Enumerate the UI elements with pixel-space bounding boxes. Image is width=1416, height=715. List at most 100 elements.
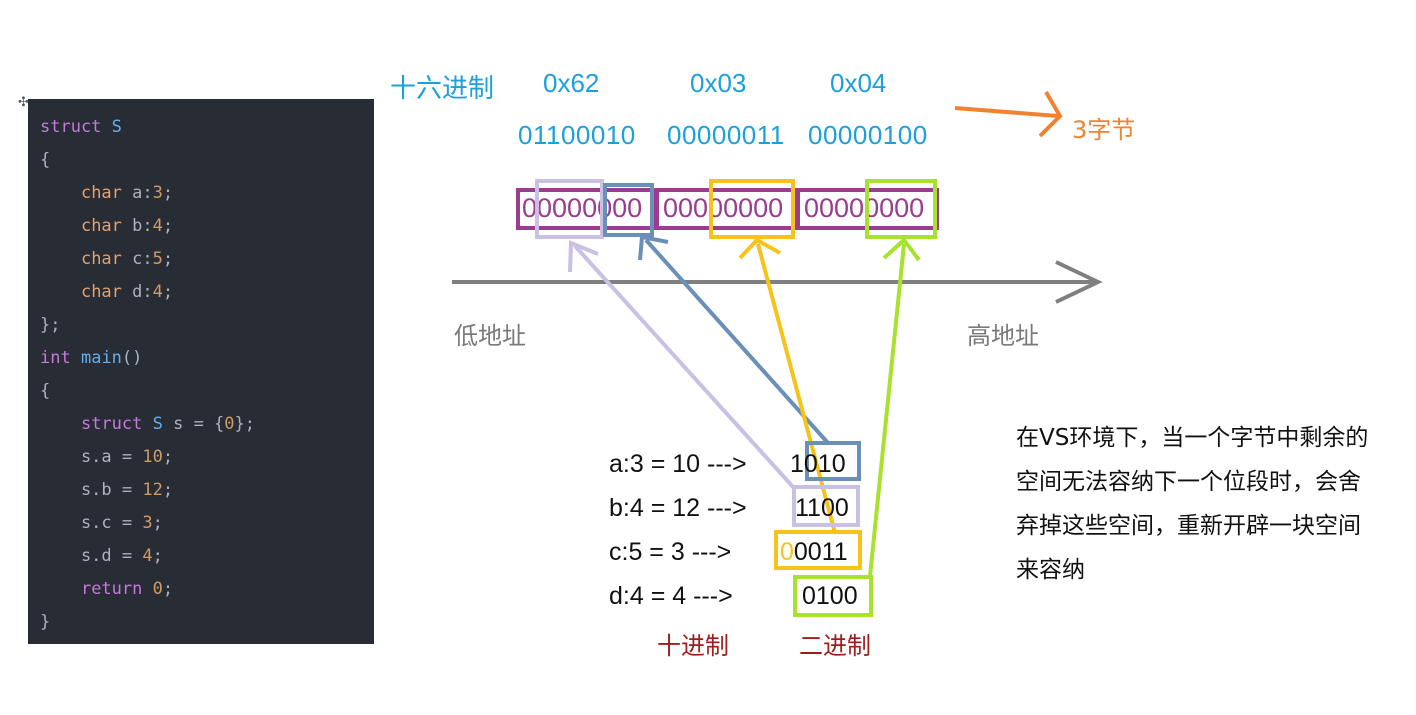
code-token: s.a =	[40, 447, 143, 467]
code-line: char b:4;	[40, 210, 255, 243]
code-token: };	[40, 315, 61, 335]
code-line: char d:4;	[40, 276, 255, 309]
code-token: 5	[152, 249, 163, 269]
bits-a: 1010	[790, 450, 846, 478]
code-token: ;	[152, 513, 163, 533]
code-token: };	[234, 414, 256, 434]
code-token: ;	[162, 480, 174, 500]
assignment-d: d:4 = 4 --->	[609, 582, 733, 610]
code-line: char c:5;	[40, 243, 255, 276]
code-token: c:	[121, 249, 153, 269]
high-address-label: 高地址	[967, 322, 1039, 350]
code-token: char	[80, 216, 122, 236]
code-token: 0	[152, 579, 163, 599]
code-token: a:	[121, 183, 153, 203]
field-b-highlight	[535, 179, 604, 239]
code-token: ()	[121, 348, 143, 368]
code-token: ;	[162, 282, 174, 302]
code-token: struct	[80, 414, 143, 434]
size-arrow-icon	[954, 90, 1063, 138]
code-line: char a:3;	[40, 177, 255, 210]
bits-b-highlight	[792, 485, 860, 527]
size-label: 3字节	[1072, 116, 1136, 144]
code-line: return 0;	[40, 573, 255, 606]
code-token: return	[80, 579, 143, 599]
code-token: s.c =	[40, 513, 143, 533]
memory-byte-3: 00000000	[804, 193, 925, 223]
code-token: ;	[162, 447, 174, 467]
bits-d-highlight	[793, 575, 873, 617]
code-line: s.b = 12;	[40, 474, 255, 507]
code-line: int main()	[40, 342, 255, 375]
address-axis-arrow-icon	[452, 260, 1103, 304]
code-token: ;	[162, 183, 174, 203]
arrow-b-icon	[638, 234, 830, 445]
code-token: char	[80, 249, 122, 269]
code-token: 4	[152, 282, 163, 302]
bits-b: 1100	[795, 494, 849, 522]
code-token: int	[40, 348, 71, 368]
assignment-b: b:4 = 12 --->	[609, 494, 747, 522]
code-token: 0	[224, 414, 235, 434]
code-line: };	[40, 309, 255, 342]
code-token: 4	[152, 216, 163, 236]
code-line: s.d = 4;	[40, 540, 255, 573]
decimal-label: 十进制	[657, 632, 729, 660]
low-address-label: 低地址	[454, 322, 526, 350]
code-token: ;	[152, 546, 163, 566]
code-line: s.c = 3;	[40, 507, 255, 540]
code-token: ;	[162, 249, 174, 269]
hex-value-1: 0x62	[543, 68, 600, 98]
code-token: char	[80, 183, 122, 203]
arrow-a-icon	[568, 240, 796, 490]
code-token: s.b =	[40, 480, 143, 500]
code-lines: struct S{ char a:3; char b:4; char c:5; …	[40, 111, 255, 639]
code-token: {	[40, 381, 51, 401]
code-token: s = {	[162, 414, 225, 434]
assignment-c: c:5 = 3 --->	[609, 538, 732, 566]
code-token: S	[152, 414, 163, 434]
code-line: struct S	[40, 111, 255, 144]
code-token: b:	[121, 216, 153, 236]
code-token: {	[40, 150, 51, 170]
binary-byte-2: 00000011	[667, 120, 785, 150]
code-token: main	[80, 348, 122, 368]
binary-byte-3: 00000100	[808, 120, 928, 150]
code-token: s.d =	[40, 546, 143, 566]
code-token: ;	[162, 579, 174, 599]
code-token: 3	[142, 513, 153, 533]
field-a-highlight	[603, 183, 654, 237]
hex-title: 十六进制	[390, 73, 495, 103]
bits-d: 0100	[802, 582, 858, 610]
hex-value-2: 0x03	[690, 68, 747, 98]
bits-a-highlight	[805, 441, 861, 481]
memory-byte-1: 00000000	[522, 193, 643, 223]
bits-c-pad: 0	[780, 538, 794, 566]
memory-byte-2: 00000000	[663, 193, 784, 223]
code-token: 3	[152, 183, 163, 203]
code-token: 12	[142, 480, 163, 500]
code-token: ;	[162, 216, 174, 236]
arrow-c-icon	[738, 237, 837, 534]
code-line: {	[40, 144, 255, 177]
code-editor-panel: struct S{ char a:3; char b:4; char c:5; …	[28, 99, 374, 644]
code-token: 10	[142, 447, 163, 467]
explanation-note: 在VS环境下，当一个字节中剩余的空间无法容纳下一个位段时，会舍弃掉这些空间，重新…	[1016, 425, 1369, 583]
code-token: d:	[121, 282, 153, 302]
code-token: char	[80, 282, 122, 302]
code-line: struct S s = {0};	[40, 408, 255, 441]
code-token: struct	[40, 117, 102, 137]
arrow-d-icon	[868, 237, 921, 577]
field-d-highlight	[865, 179, 937, 239]
hex-value-3: 0x04	[830, 68, 887, 98]
pin-icon: ✣	[18, 95, 29, 110]
code-line: s.a = 10;	[40, 441, 255, 474]
assignment-a: a:3 = 10 --->	[609, 450, 747, 478]
bits-c: 0011	[793, 538, 848, 566]
code-token: }	[40, 612, 51, 632]
code-token: 4	[142, 546, 153, 566]
bits-c-highlight	[774, 530, 862, 570]
binary-byte-1: 01100010	[518, 120, 636, 150]
code-line: {	[40, 375, 255, 408]
